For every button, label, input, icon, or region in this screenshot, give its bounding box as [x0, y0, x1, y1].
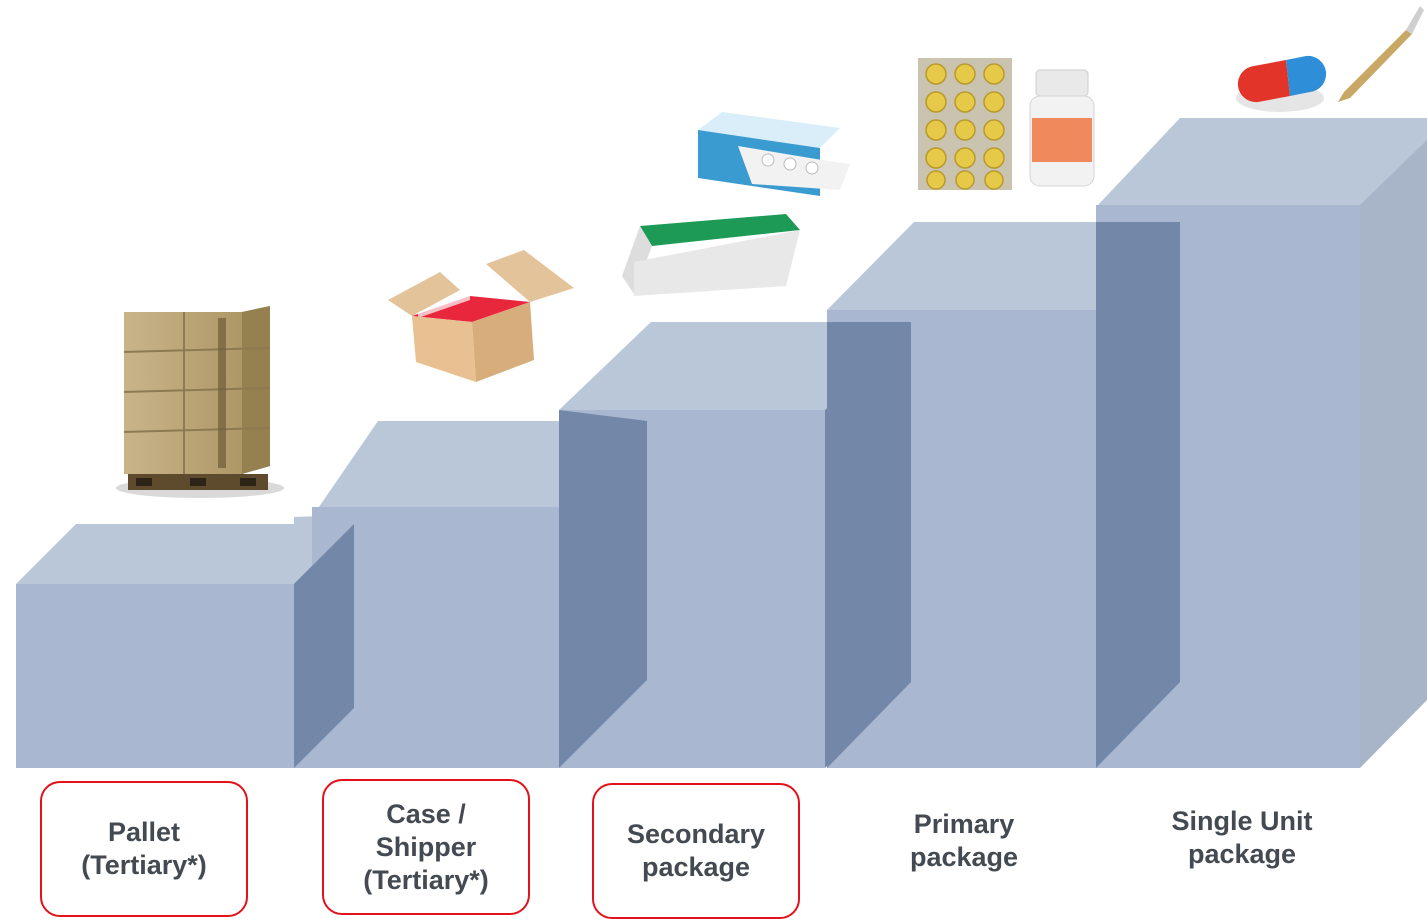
level-label-primary: Primary package [909, 809, 1019, 872]
blister-pack-and-bottle-icon [918, 58, 1095, 190]
step-block-single-unit [1096, 118, 1427, 768]
level-label-case-shipper: Case / Shipper (Tertiary*) [322, 779, 530, 915]
level-label-single-unit: Single Unit package [1171, 806, 1313, 869]
capsule-and-scalpel-icon [1236, 6, 1424, 112]
medicine-cartons-icon [622, 112, 850, 296]
open-shipping-carton-icon [388, 250, 574, 382]
level-label-pallet: Pallet (Tertiary*) [40, 781, 248, 917]
pallet-of-boxes-icon [116, 306, 284, 498]
level-label-secondary: Secondary package [592, 783, 800, 919]
